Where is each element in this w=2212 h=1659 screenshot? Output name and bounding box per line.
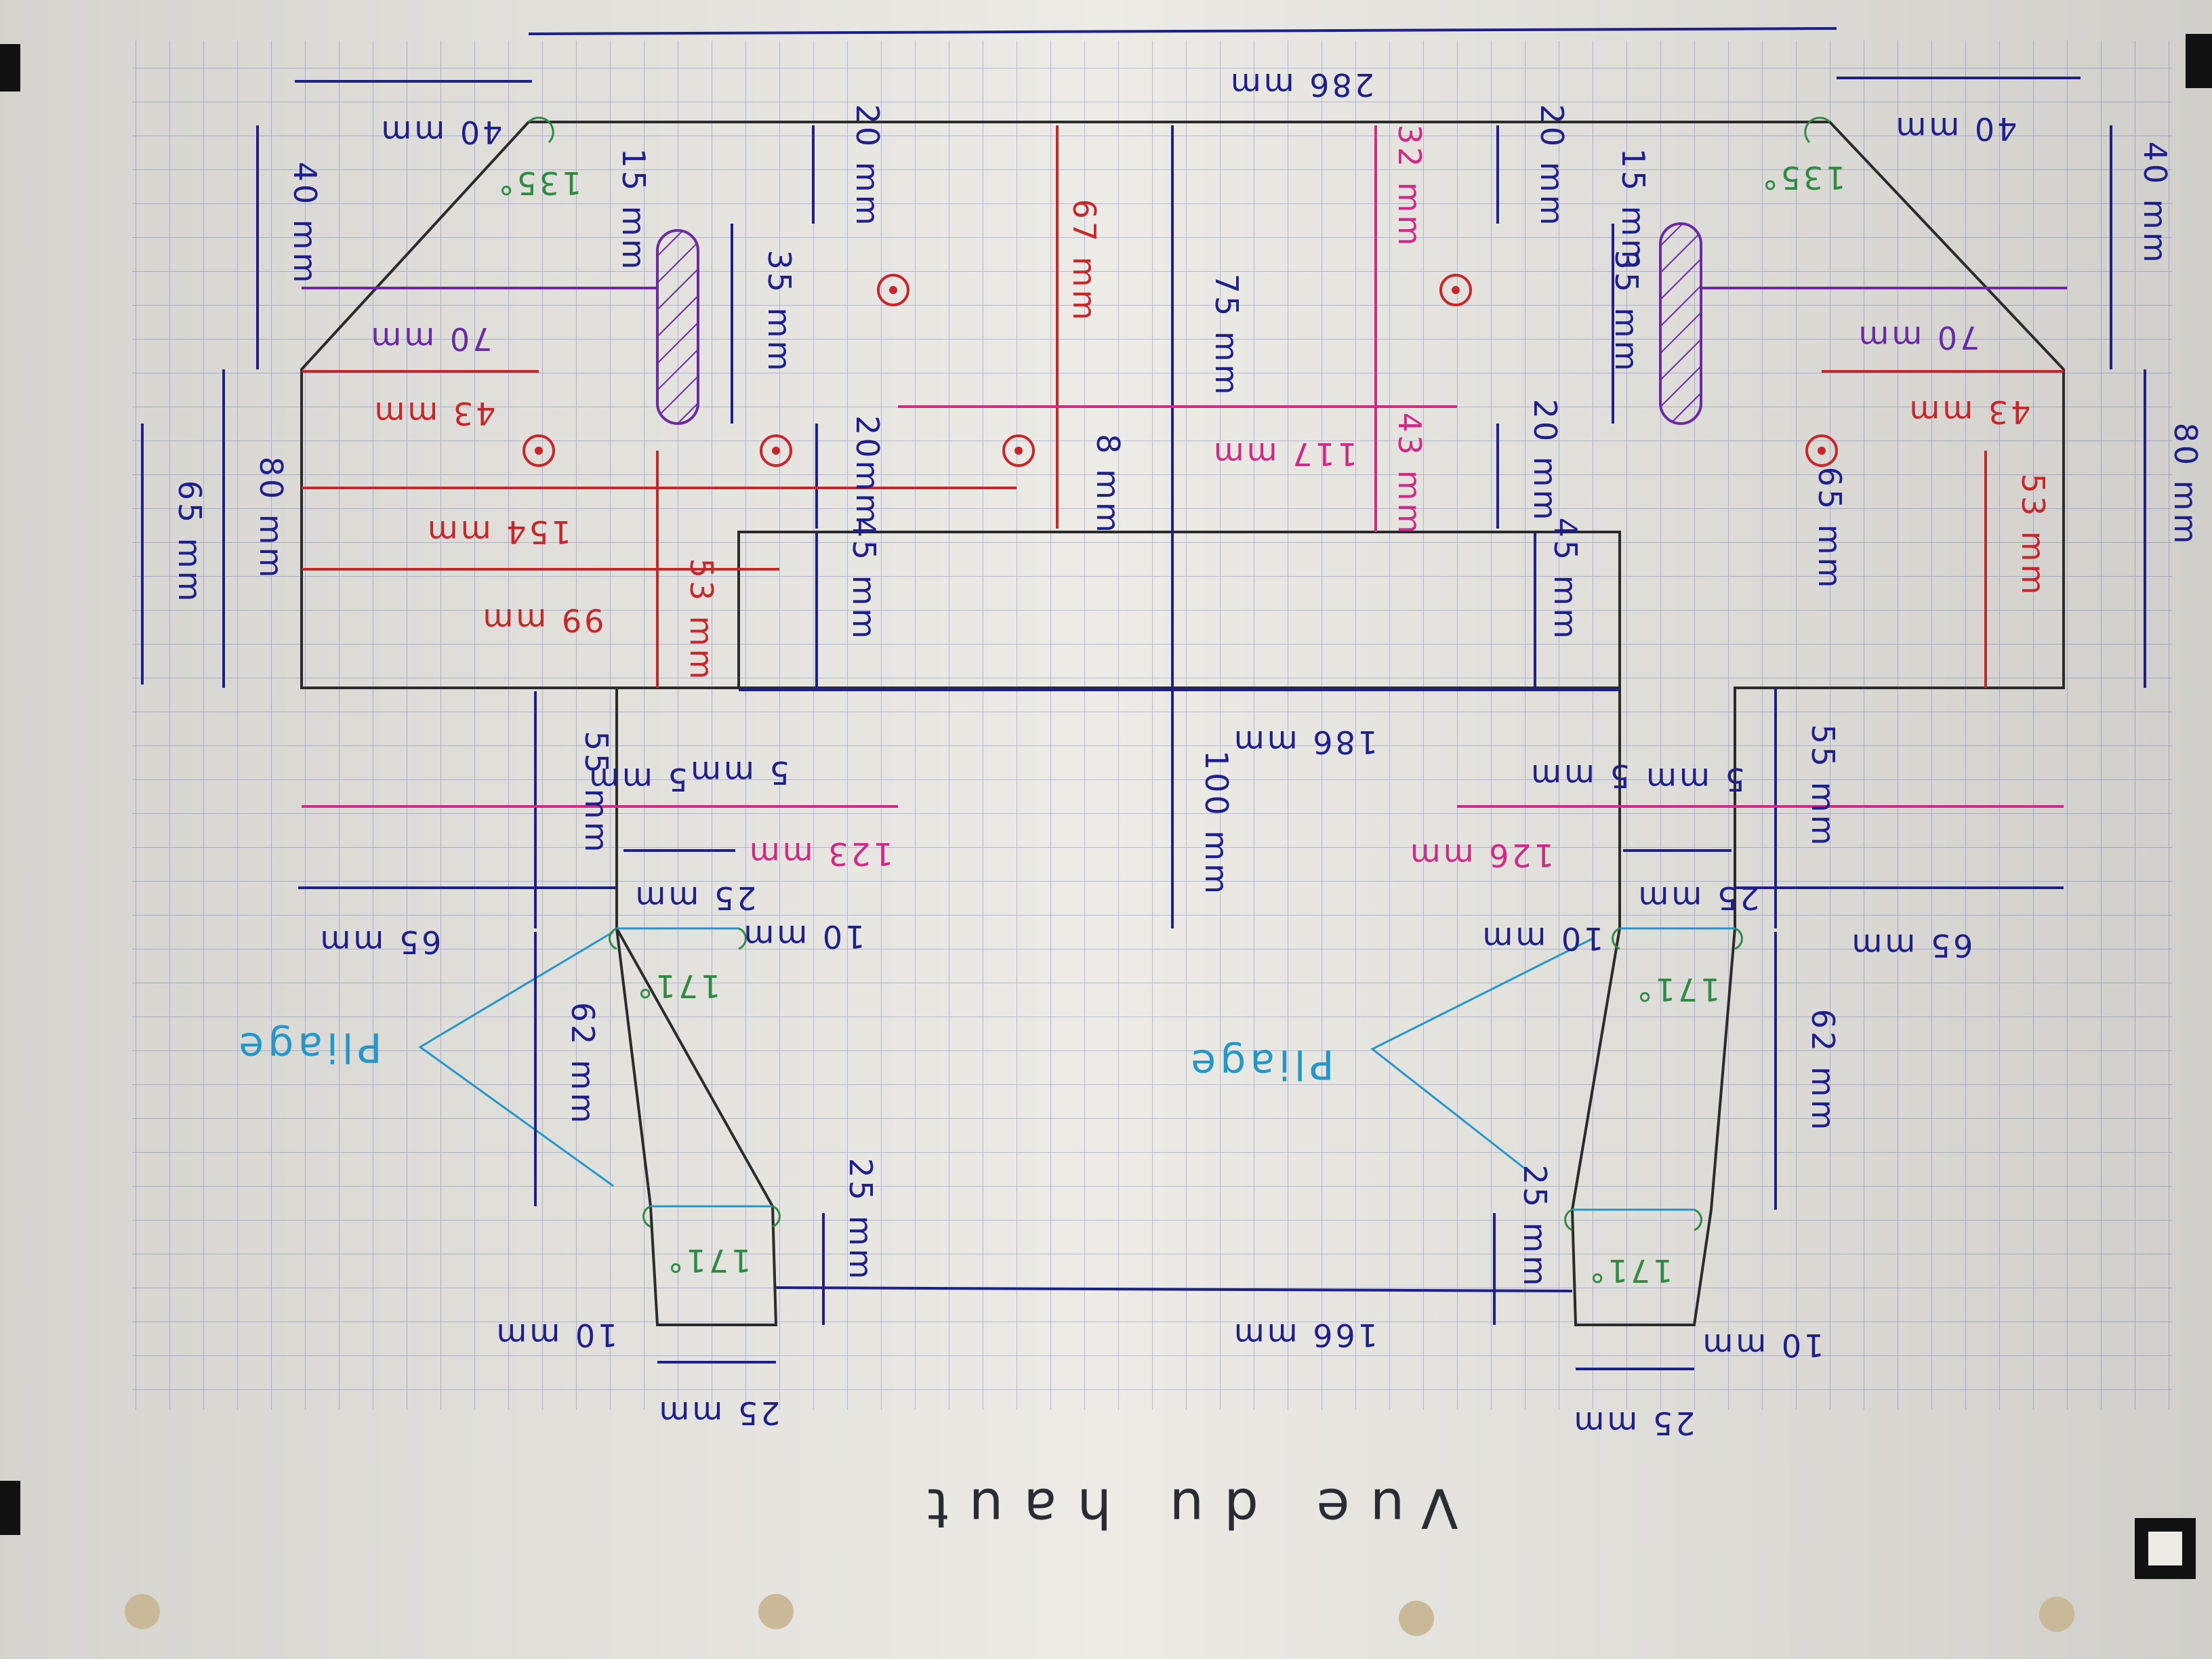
dim-53-a: 53 mm [683,558,720,682]
angle-135-left: 135° [495,165,582,201]
dim-25-b: 25 mm [1635,880,1760,916]
dim-5-a: 5 mm [586,761,688,798]
dim-15-b: 15 mm [1615,148,1652,272]
dim-154: 154 mm [424,514,572,550]
angle-171-c: 171° [665,1242,752,1279]
dim-166: 166 mm [1231,1317,1378,1353]
dim-70-a: 70 mm [368,321,493,357]
dim-5-b: 5 mm [688,754,790,791]
dim-5-c: 5 mm [1528,758,1630,794]
dim-43-b: 43 mm [1906,394,2031,430]
dim-8: 8 mm [1090,434,1126,535]
dim-5-d: 5 mm [1643,761,1745,798]
corner-markers [0,34,2212,1579]
dim-25-f: 25 mm [1571,1405,1696,1441]
dim-10-d: 10 mm [1700,1327,1824,1364]
dim-65-d: 65 mm [1849,927,1973,964]
dim-126: 126 mm [1407,837,1555,874]
dim-80-left: 80 mm [253,456,289,581]
hatched-slots [656,222,1702,425]
dim-25-d: 25 mm [1517,1164,1553,1289]
dim-186: 186 mm [1231,724,1378,760]
dim-62-a: 62 mm [565,1002,601,1126]
dim-32: 32 mm [1391,124,1428,249]
dim-65-b: 65 mm [1811,466,1848,591]
dim-40-side-right: 40 mm [2137,141,2173,266]
drawing-title: Vue du haut [907,1476,1458,1540]
dim-25-a: 25 mm [632,880,757,916]
fold-label-right: Pliage [1187,1040,1334,1088]
angle-arcs [527,117,1831,1231]
fold-lines [418,927,1735,1211]
dim-53-b: 53 mm [2015,473,2051,598]
dim-286: 286 mm [1227,66,1375,103]
dim-45-b: 45 mm [1547,517,1584,642]
dim-40-top-right: 40 mm [1893,110,2018,147]
dim-123: 123 mm [746,836,894,872]
dim-20-b: 20 mm [1534,104,1570,228]
dim-65-a: 65 mm [171,480,208,605]
dimension-lines-magenta [302,125,2064,808]
dim-43-c: 43 mm [1391,412,1428,537]
dim-35-a: 35 mm [761,249,798,374]
dim-75: 75 mm [1208,273,1245,398]
fold-label-left: Pliage [234,1023,382,1071]
dim-70-b: 70 mm [1856,319,1980,356]
dim-25-e: 25 mm [656,1395,781,1431]
dim-20-c: 20mm [849,415,886,527]
dim-15-a: 15 mm [615,148,652,272]
angle-171-a: 171° [634,968,721,1004]
dim-40-side-left: 40 mm [287,161,323,286]
dim-80-right: 80 mm [2167,422,2204,547]
dim-67: 67 mm [1066,199,1103,323]
dim-25-c: 25 mm [842,1158,879,1282]
dim-99: 99 mm [480,602,605,638]
punch-holes [125,1594,2074,1636]
part-outline [300,121,2065,1326]
dim-10-a: 10 mm [741,918,865,955]
mounting-holes [523,274,1838,467]
angle-171-b: 171° [1634,971,1721,1008]
dimension-lines-red [302,125,2064,688]
dim-40-top-left: 40 mm [378,114,503,150]
dim-10-b: 10 mm [1479,920,1604,957]
dim-55-b: 55 mm [1805,724,1841,848]
dimension-lines-blue [141,27,2146,1370]
dim-62-b: 62 mm [1805,1008,1841,1133]
dim-65-c: 65 mm [317,924,442,960]
dim-45-a: 45 mm [846,517,882,642]
dim-10-c: 10 mm [493,1317,618,1353]
dim-117: 117 mm [1210,436,1358,472]
dim-20-a: 20 mm [849,104,886,228]
dim-43-a: 43 mm [371,395,496,432]
angle-135-right: 135° [1759,159,1846,196]
dim-100: 100 mm [1198,750,1235,897]
dim-20-d: 20 mm [1527,398,1563,523]
angle-171-d: 171° [1586,1252,1673,1289]
